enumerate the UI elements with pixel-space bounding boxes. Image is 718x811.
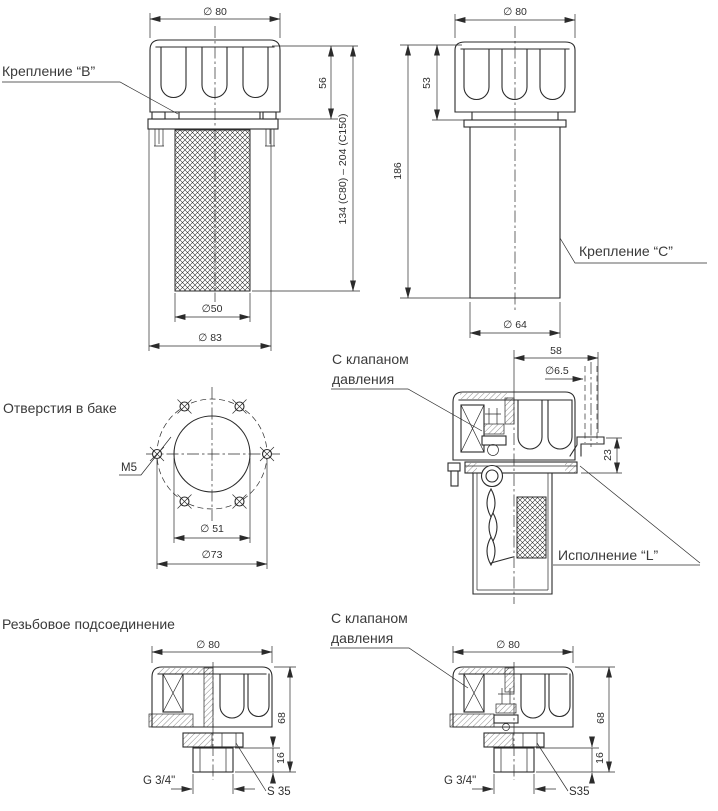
threaded-title: Резьбовое подсоединение <box>2 616 175 632</box>
dim-height: 68 <box>595 712 607 724</box>
bolt-holes <box>149 399 275 509</box>
wrench-leader <box>536 742 569 792</box>
mount-c-leader <box>559 237 707 264</box>
valve-label-leader <box>331 388 483 432</box>
figure-threaded-valve: С клапаном давления ∅ 80 68 16 <box>330 610 615 798</box>
flange-bolts <box>151 111 277 147</box>
figure-mount-c: ∅ 80 186 53 ∅ 64 Крепление “C” <box>392 6 707 338</box>
dimension-lines <box>151 649 293 792</box>
cap-section <box>148 666 273 728</box>
dim-flange-diameter: ∅ 83 <box>198 332 222 344</box>
filter-element <box>463 673 485 713</box>
dim-cap-height: 56 <box>317 77 329 89</box>
dim-bracket-offset: 23 <box>602 449 614 461</box>
dim-thread-length: 16 <box>594 752 606 764</box>
dim-cap-diameter: ∅ 80 <box>203 6 227 18</box>
dim-total-height: 134 (C80) – 204 (C150) <box>337 114 349 225</box>
dim-total-height: 186 <box>392 162 404 180</box>
mount-b-leader <box>2 81 179 115</box>
lower-cylinder <box>472 472 553 595</box>
flange-plate <box>147 118 279 130</box>
version-l-leader <box>553 465 701 566</box>
side-bolt <box>447 462 461 487</box>
dim-width: 58 <box>550 345 562 357</box>
bracket-hole-lines <box>584 366 598 443</box>
mounting-plate <box>464 461 578 474</box>
thread-size-label: G 3/4" <box>143 775 175 787</box>
figure-mount-b: ∅ 80 56 134 (C80) – 204 (C150) ∅50 ∅ 83 … <box>2 6 360 351</box>
dimension-lines <box>405 17 576 336</box>
wrench-leader <box>235 742 267 792</box>
mount-b-label: Крепление “B” <box>2 63 95 79</box>
dim-height: 68 <box>276 712 288 724</box>
valve-label-line1: С клапаном <box>331 610 408 626</box>
dim-inner-diameter: ∅ 51 <box>200 523 224 535</box>
dimension-lines <box>452 649 612 792</box>
figure-tank-holes: Отверстия в баке ∅ 51 ∅73 M5 <box>3 387 280 569</box>
breather-mesh <box>174 129 251 292</box>
version-l-label: Исполнение “L” <box>558 547 658 563</box>
neck <box>471 111 559 121</box>
wrench-size-label: S 35 <box>267 786 291 798</box>
mount-c-label: Крепление “C” <box>579 243 673 259</box>
wrench-size-label: S35 <box>569 786 589 798</box>
plate-hatch-left <box>466 463 477 473</box>
dim-bolt-circle-diameter: ∅73 <box>202 549 223 561</box>
hole-thread-label: M5 <box>121 462 137 474</box>
valve-label-line2: давления <box>332 371 394 387</box>
dim-thread-length: 16 <box>275 752 287 764</box>
dim-mesh-diameter: ∅50 <box>202 303 223 315</box>
plate-hatch-right <box>565 463 576 473</box>
dimension-lines <box>513 355 620 474</box>
gasket <box>148 713 194 728</box>
side-bracket <box>569 436 605 457</box>
filter-element <box>162 673 184 713</box>
dimension-lines <box>148 16 356 349</box>
extension-lines <box>400 14 576 338</box>
cap-grooves <box>517 399 573 450</box>
dim-cap-diameter: ∅ 80 <box>196 639 220 651</box>
valve-label-line2: давления <box>331 630 393 646</box>
centerlines <box>146 387 280 521</box>
neck <box>178 111 261 120</box>
pressure-valve-parts <box>481 408 507 456</box>
cap-grooves <box>520 673 571 719</box>
cap-section <box>449 666 574 728</box>
extension-lines <box>148 13 360 351</box>
hex-nut <box>483 732 545 748</box>
pressure-valve-parts <box>493 688 519 731</box>
cap-grooves <box>219 673 270 719</box>
gasket <box>449 713 495 728</box>
dimension-lines <box>156 535 268 567</box>
dim-cap-diameter: ∅ 80 <box>496 639 520 651</box>
tank-holes-title: Отверстия в баке <box>3 400 117 416</box>
valve-label-line1: С клапаном <box>332 351 409 367</box>
dim-hole-diameter: ∅6.5 <box>545 365 569 377</box>
dim-tube-diameter: ∅ 64 <box>503 319 527 331</box>
dim-cap-height: 53 <box>421 77 433 89</box>
thread-size-label: G 3/4" <box>444 775 476 787</box>
extension-lines <box>513 350 622 474</box>
chain-and-ring <box>480 464 514 567</box>
valve-label-leader <box>330 647 469 689</box>
cap-grooves <box>160 46 269 99</box>
cap-section <box>452 391 576 461</box>
extension-lines <box>156 458 268 569</box>
dim-cap-diameter: ∅ 80 <box>503 6 527 18</box>
figure-threaded: Резьбовое подсоединение ∅ 80 68 16 <box>2 616 296 798</box>
cap-grooves <box>463 48 566 101</box>
screen-mesh <box>516 496 547 559</box>
figure-valve-l: С клапаном давления 58 ∅6.5 23 <box>331 345 701 604</box>
m5-leader <box>119 436 172 476</box>
